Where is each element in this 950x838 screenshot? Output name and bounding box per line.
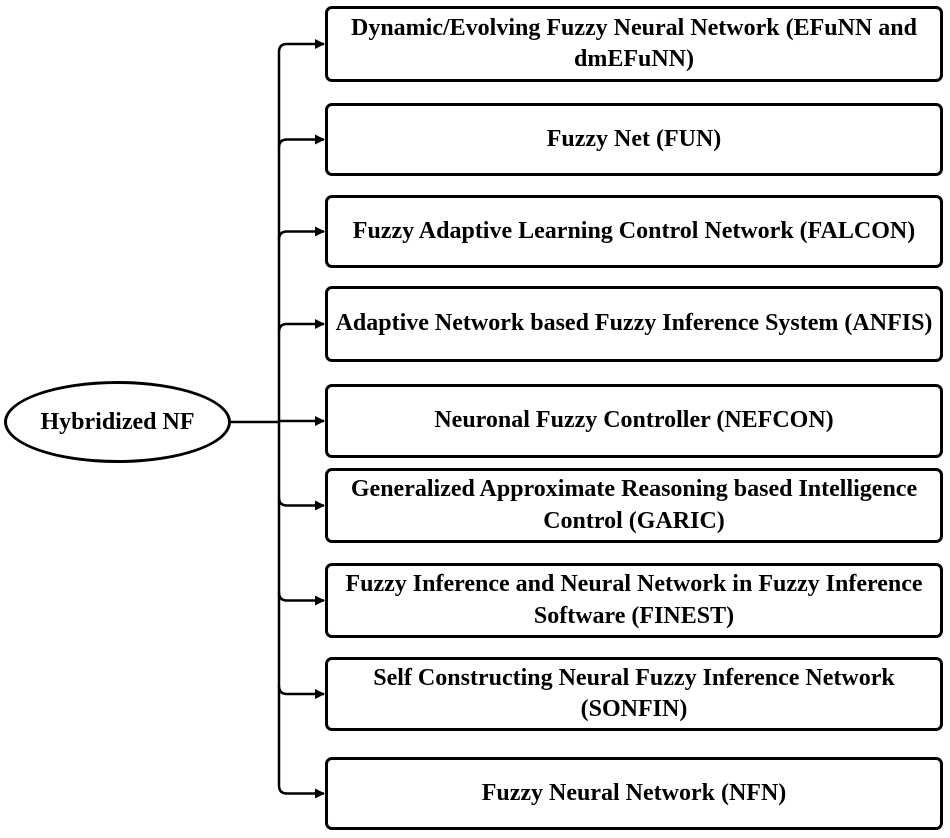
node-falcon: Fuzzy Adaptive Learning Control Network …: [325, 195, 943, 268]
branch-arrow-finest: [277, 592, 325, 606]
node-finest: Fuzzy Inference and Neural Network in Fu…: [325, 563, 943, 638]
branch-arrow-efunn: [277, 39, 325, 53]
branch-arrow-garic: [277, 497, 325, 511]
branch-arrow-falcon: [277, 226, 325, 240]
node-nfn: Fuzzy Neural Network (NFN): [325, 757, 943, 830]
branch-arrow-fun: [277, 134, 325, 148]
node-garic: Generalized Approximate Reasoning based …: [325, 468, 943, 543]
node-nefcon: Neuronal Fuzzy Controller (NEFCON): [325, 384, 943, 458]
root-node-hybridized-nf: Hybridized NF: [4, 381, 231, 463]
branch-arrow-sonfin: [277, 685, 325, 699]
branch-arrow-anfis: [277, 319, 325, 333]
node-fun: Fuzzy Net (FUN): [325, 103, 943, 176]
node-efunn: Dynamic/Evolving Fuzzy Neural Network (E…: [325, 6, 943, 82]
node-sonfin: Self Constructing Neural Fuzzy Inference…: [325, 657, 943, 731]
node-anfis: Adaptive Network based Fuzzy Inference S…: [325, 286, 943, 362]
branch-arrow-nfn: [277, 785, 325, 799]
